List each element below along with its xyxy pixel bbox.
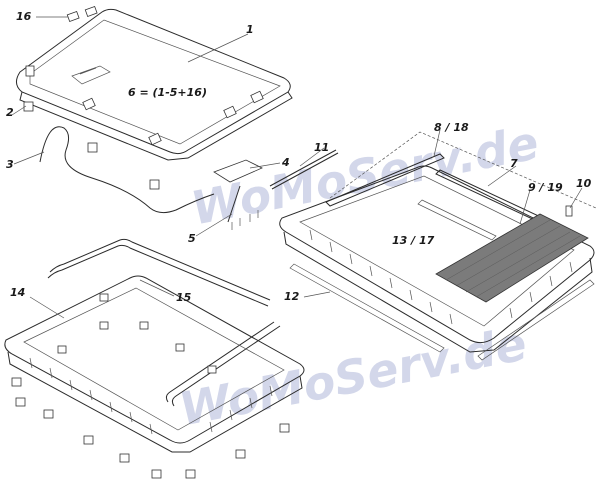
lid-hinge-3	[223, 105, 237, 119]
lid-hinge-5	[25, 65, 35, 77]
label-12: 12	[284, 290, 300, 303]
blind-panel-pleats	[445, 219, 581, 298]
screws-lid	[231, 210, 259, 230]
label-16: 16	[16, 10, 32, 23]
label-15: 15	[176, 291, 192, 304]
clip-16-b	[84, 5, 98, 17]
actuator-rod-3	[39, 126, 215, 214]
label-8-18: 8 / 18	[434, 121, 469, 134]
rail-8-18	[325, 153, 445, 207]
bracket-2-b	[87, 142, 98, 153]
label-9-19: 9 / 19	[528, 181, 563, 194]
lid-edge	[19, 91, 293, 161]
rod-11	[269, 149, 337, 187]
frame-lower-edge	[283, 231, 593, 353]
label-6: 6 = (1-5+16)	[128, 86, 207, 99]
callout-labels: 16 1 6 = (1-5+16) 2 3 4 5 11 8 / 18 7 9 …	[6, 10, 592, 304]
label-7: 7	[510, 157, 518, 170]
lid-handle-bracket	[71, 65, 111, 85]
label-5: 5	[188, 232, 196, 245]
rod-15-d	[171, 325, 281, 407]
inner-frame-ribs	[29, 357, 273, 435]
strip-12-left	[289, 263, 445, 353]
rod-15-a	[49, 238, 271, 301]
inner-frame-rim	[23, 287, 285, 431]
rod-15-b	[47, 244, 269, 307]
lid-inner-rim	[29, 19, 281, 145]
clip-16-a	[66, 10, 80, 22]
leader-lines	[11, 16, 583, 319]
lid-hinge-4	[250, 90, 264, 104]
label-14: 14	[10, 286, 25, 299]
inner-frame-assembly	[4, 238, 305, 479]
rod-15-c	[165, 321, 275, 403]
label-13-17: 13 / 17	[392, 234, 435, 247]
fasteners-loose	[11, 377, 290, 479]
inner-bar	[417, 199, 497, 241]
label-2: 2	[6, 106, 14, 119]
guide-dashed	[329, 131, 597, 209]
watermark-text-lower: WoMoServ.de	[175, 316, 531, 436]
blind-frame-assembly	[269, 131, 597, 361]
label-1: 1	[246, 23, 254, 36]
inner-clips	[57, 293, 217, 374]
bracket-2-a	[23, 101, 34, 112]
lid-hinge-1	[82, 97, 96, 111]
knob-10	[565, 205, 573, 217]
label-3: 3	[6, 158, 14, 171]
lid-assembly	[16, 5, 293, 230]
label-11: 11	[314, 141, 329, 154]
inner-frame-lower-edge	[7, 351, 303, 453]
label-4: 4	[281, 156, 290, 169]
strut-5	[227, 185, 241, 223]
frame-inner	[299, 175, 575, 327]
blind-panel-9-19	[435, 213, 589, 303]
label-10: 10	[576, 177, 592, 190]
frame-ribs	[309, 229, 573, 325]
bracket-4	[213, 159, 263, 183]
bracket-2-c	[149, 179, 160, 190]
lid-hinge-2	[148, 132, 162, 146]
strip-12-right	[477, 279, 595, 361]
